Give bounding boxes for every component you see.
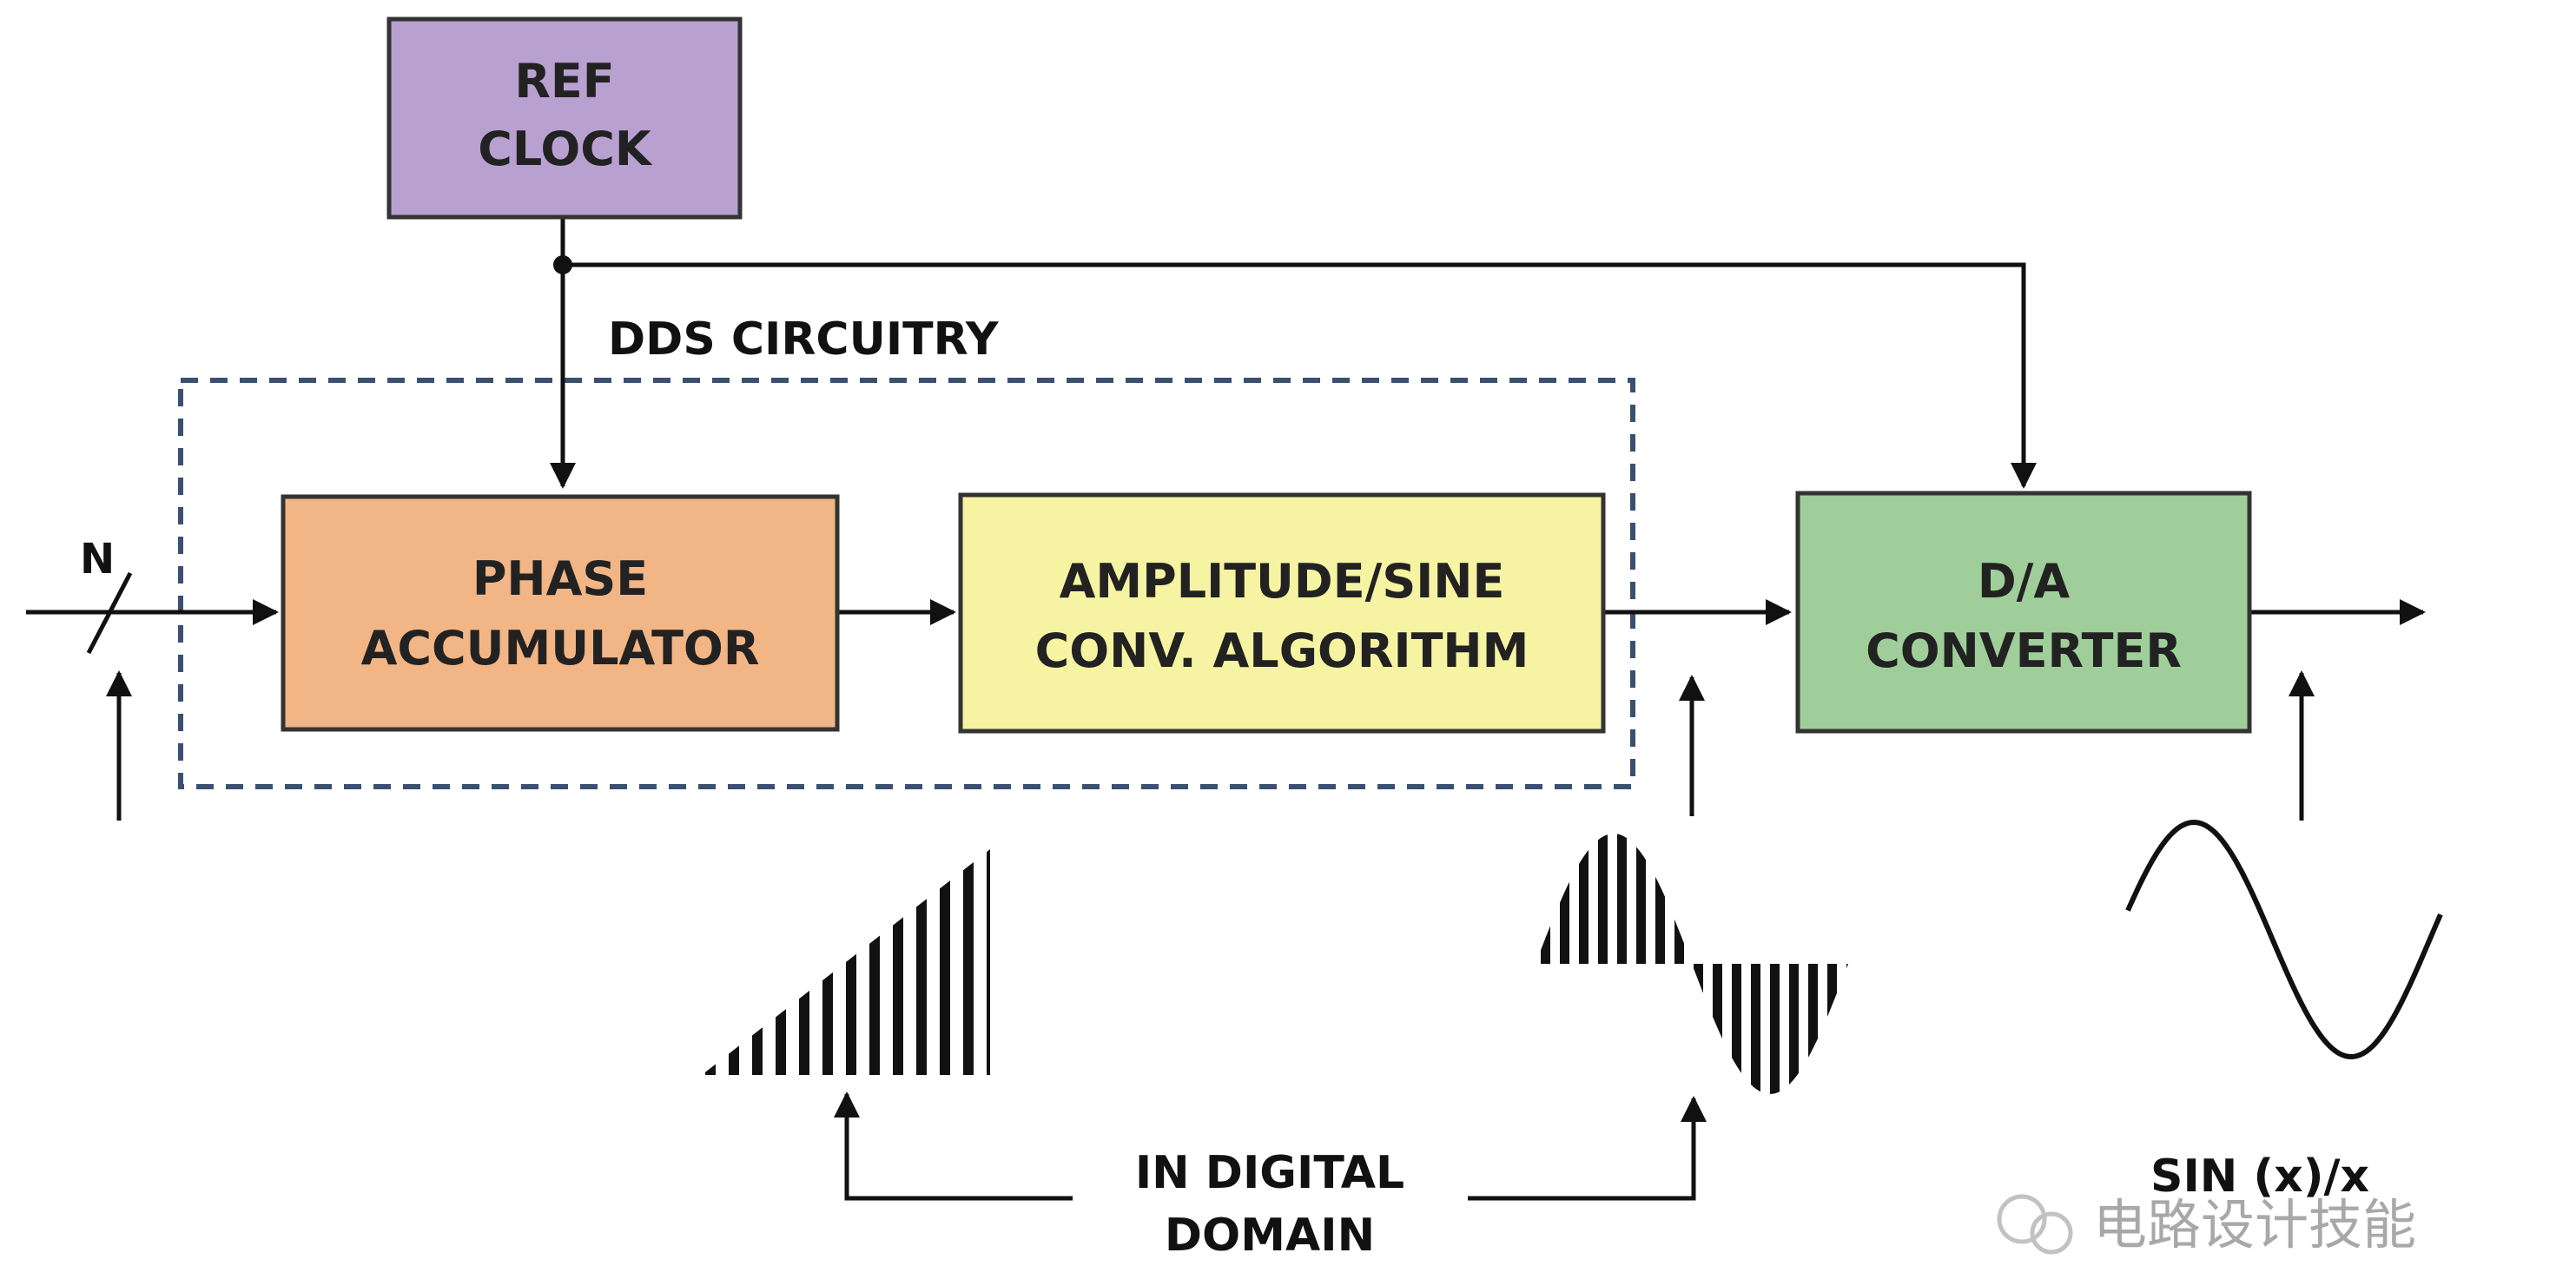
- analog-sine-wave: [2125, 819, 2443, 1060]
- ref-clock-block: REF CLOCK: [386, 16, 743, 220]
- dac-label-line2: CONVERTER: [1866, 623, 2182, 678]
- phase-ramp-graphic: [705, 849, 990, 1075]
- wechat-logo-icon: [1997, 1194, 2073, 1255]
- ramp-sample-bar: [705, 849, 716, 1075]
- sine-sample-bar: [1808, 834, 1818, 1094]
- amplitude-sine-label-line2: CONV. ALGORITHM: [1035, 623, 1529, 678]
- ramp-sample-bar: [799, 849, 809, 1075]
- ramp-sample-bar: [869, 849, 880, 1075]
- ramp-sample-bar: [893, 849, 903, 1075]
- watermark-text: 电路设计技能: [2093, 1193, 2416, 1256]
- dac-label-line1: D/A: [1978, 554, 2071, 609]
- amplitude-sine-block: AMPLITUDE/SINE CONV. ALGORITHM: [958, 492, 1606, 734]
- ramp-sample-bar: [987, 849, 990, 1075]
- ramp-sample-bar: [752, 849, 763, 1075]
- ramp-sample-bar: [916, 849, 927, 1075]
- ref-clock-box: [386, 16, 743, 220]
- ramp-sample-bar: [729, 849, 739, 1075]
- dds-circuitry-label: DDS CIRCUITRY: [608, 313, 1000, 366]
- sine-sample-bar: [1636, 834, 1646, 1094]
- sine-sample-bar: [1617, 834, 1627, 1094]
- dds-circuitry-boundary: [178, 378, 1635, 789]
- ref-clock-label-line2: CLOCK: [478, 122, 653, 176]
- sine-sample-bar: [1560, 834, 1569, 1094]
- ramp-sample-bar: [776, 849, 786, 1075]
- digital-domain-arrow-left: [834, 1091, 1073, 1201]
- in-digital-domain-label-line1: IN DIGITAL: [1135, 1147, 1404, 1199]
- bus-width-slash: [86, 571, 133, 655]
- sine-sample-bar: [1770, 834, 1780, 1094]
- phase-accumulator-label-line1: PHASE: [472, 551, 648, 606]
- sine-sample-bar: [1732, 834, 1741, 1094]
- sine-sample-bar: [1674, 834, 1684, 1094]
- sine-sample-bar: [1751, 834, 1760, 1094]
- phase-accumulator-block: PHASE ACCUMULATOR: [281, 494, 840, 732]
- ref-clock-label-line1: REF: [514, 54, 614, 109]
- ramp-sample-bar: [940, 849, 950, 1075]
- sine-sample-bar: [1846, 834, 1848, 1094]
- sine-sample-bar: [1789, 834, 1799, 1094]
- amplitude-sine-label-line1: AMPLITUDE/SINE: [1060, 554, 1505, 609]
- sine-sample-bar: [1694, 834, 1703, 1094]
- clock-to-dac-line: [563, 262, 2037, 489]
- phase-accumulator-label-line2: ACCUMULATOR: [361, 621, 760, 676]
- sine-sample-bar: [1598, 834, 1608, 1094]
- sine-sample-bar: [1827, 834, 1837, 1094]
- digital-sine-graphic: [1541, 834, 1848, 1094]
- dac-box: [1795, 491, 2252, 734]
- dac-block: D/A CONVERTER: [1795, 491, 2252, 734]
- n-input-label: N: [80, 535, 115, 584]
- sine-sample-bar: [1655, 834, 1665, 1094]
- in-digital-domain-label-line2: DOMAIN: [1165, 1210, 1375, 1262]
- ramp-sample-bar: [963, 849, 974, 1075]
- ramp-sample-bar: [822, 849, 833, 1075]
- phase-accumulator-box: [281, 494, 840, 732]
- ramp-sample-bar: [846, 849, 856, 1075]
- sine-sample-bar: [1713, 834, 1722, 1094]
- sine-sample-bar: [1541, 834, 1550, 1094]
- amplitude-sine-box: [958, 492, 1606, 734]
- digital-domain-arrow-right: [1468, 1096, 1707, 1201]
- sine-sample-bar: [1579, 834, 1589, 1094]
- sinx-over-x-label: SIN (x)/x: [2150, 1151, 2369, 1203]
